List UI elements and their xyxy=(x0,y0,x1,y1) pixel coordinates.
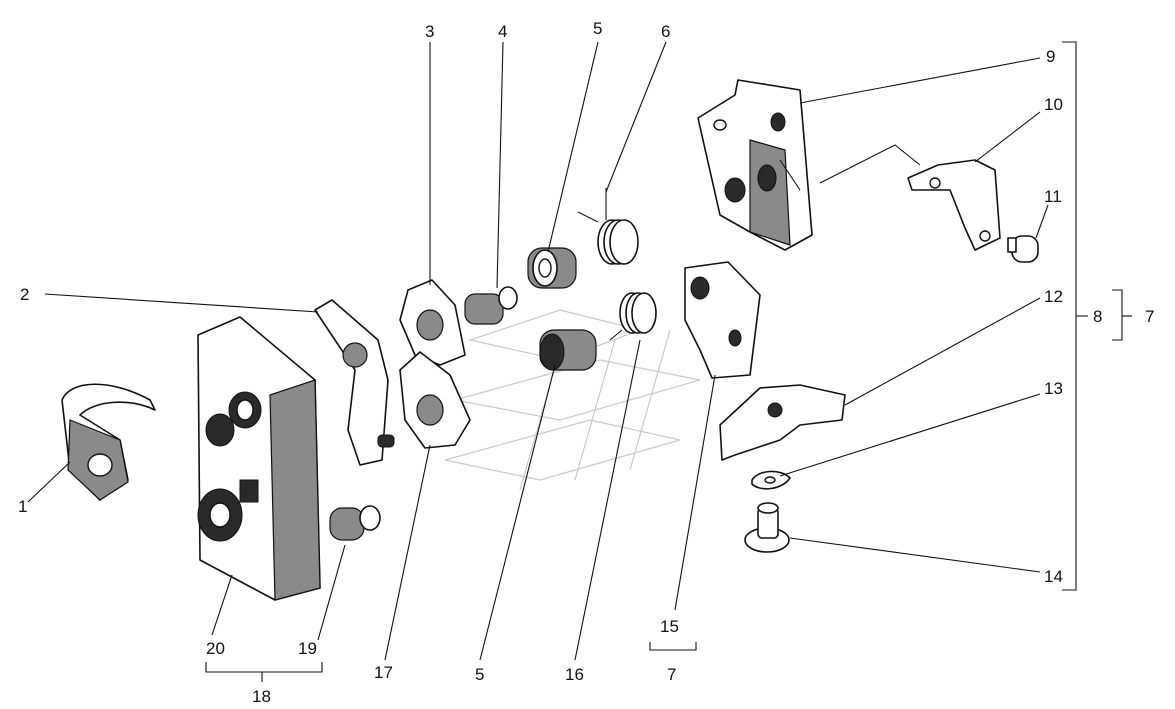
bracket-group-18 xyxy=(205,662,323,682)
part-9-bracket xyxy=(697,79,813,251)
callout-9: 9 xyxy=(1046,47,1055,66)
part-17-ratchet xyxy=(399,351,471,449)
callout-13: 13 xyxy=(1044,379,1063,398)
bracket-group-8 xyxy=(1062,41,1088,591)
callout-6: 6 xyxy=(661,22,670,41)
callout-18: 18 xyxy=(252,687,271,706)
callout-2: 2 xyxy=(20,285,29,304)
part-5-sleeve-upper xyxy=(527,247,577,289)
bracket-group-15-7 xyxy=(649,642,697,651)
part-20-housing xyxy=(197,316,321,601)
callout-8: 8 xyxy=(1093,307,1102,326)
watermark-logo xyxy=(444,309,701,491)
callout-3: 3 xyxy=(425,22,434,41)
part-16-spring xyxy=(609,292,657,341)
part-11-screw xyxy=(1007,235,1039,263)
bracket-group-7 xyxy=(1112,289,1132,341)
callout-17: 17 xyxy=(374,663,393,682)
part-14-pin xyxy=(744,502,790,553)
callout-20: 20 xyxy=(206,639,225,658)
callout-11: 11 xyxy=(1044,187,1062,206)
callout-10: 10 xyxy=(1044,95,1063,114)
part-15-plate xyxy=(684,261,761,379)
callout-4: 4 xyxy=(498,22,507,41)
part-6-spring xyxy=(577,188,639,265)
part-19-bushing xyxy=(329,505,381,541)
leader-lines xyxy=(27,41,1049,661)
part-2-lever xyxy=(314,299,395,466)
callout-14: 14 xyxy=(1044,567,1063,586)
part-12-latch xyxy=(719,384,846,461)
part-10-plate xyxy=(907,159,1001,251)
part-1-clamp xyxy=(61,383,156,501)
part-13-washer xyxy=(751,470,791,490)
callout-7-bottom: 7 xyxy=(667,665,676,684)
callout-7-right: 7 xyxy=(1145,307,1154,326)
callout-15: 15 xyxy=(660,617,679,636)
callout-16: 16 xyxy=(565,665,584,684)
callout-1: 1 xyxy=(18,497,27,516)
callout-12: 12 xyxy=(1044,287,1063,306)
part-3-ratchet xyxy=(399,279,466,366)
part-4-pin xyxy=(464,286,518,325)
part-5-sleeve-lower xyxy=(539,329,597,371)
callout-5-lower: 5 xyxy=(475,665,484,684)
callout-5-upper: 5 xyxy=(593,19,602,38)
callout-19: 19 xyxy=(298,639,317,658)
